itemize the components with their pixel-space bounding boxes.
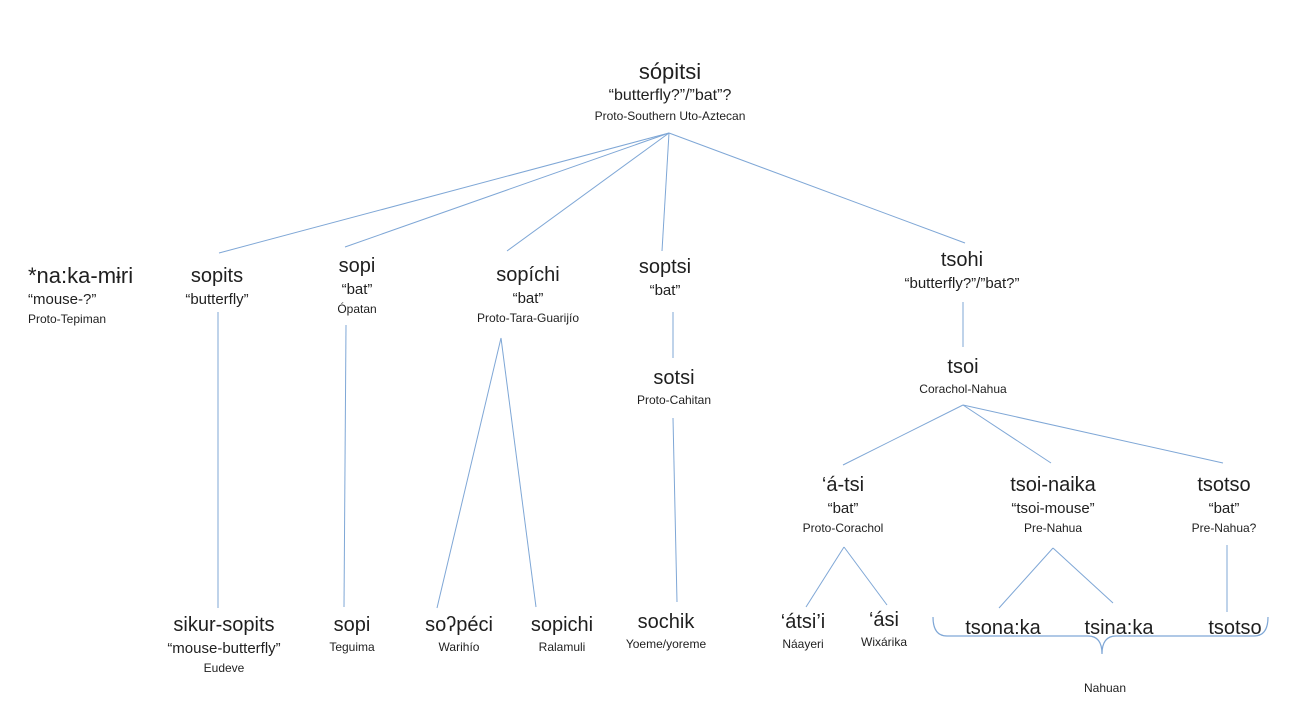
node-lang: Proto-Tara-Guarijío <box>476 311 580 325</box>
tree-edge <box>962 404 1224 464</box>
node-word: tsotso <box>1197 474 1251 496</box>
node-lang: Pre-Nahua <box>1023 521 1083 535</box>
tree-node-tsoi-naika: tsoi-naika “tsoi-mouse” Pre-Nahua <box>1010 473 1096 538</box>
tree-edge <box>672 417 678 603</box>
tree-edge <box>843 546 888 606</box>
tree-node-tsohi: tsohi “butterfly?”/”bat?” <box>904 248 1019 294</box>
node-word: sopits <box>190 265 244 287</box>
node-gloss: “butterfly?”/”bat”? <box>608 87 732 104</box>
node-word: tsotso <box>1208 617 1262 639</box>
node-word: ‘á-tsi <box>821 474 865 496</box>
node-word: *na:ka-mɨri <box>28 263 134 288</box>
node-lang: Warihío <box>438 640 480 654</box>
tree-edge <box>842 404 964 466</box>
node-lang: Ópatan <box>337 302 377 316</box>
tree-node-sopichi-ptg: sopíchi “bat” Proto-Tara-Guarijío <box>477 263 579 328</box>
tree-node-sikur-sopits: sikur-sopits “mouse-butterfly” Eudeve <box>167 613 280 678</box>
node-lang: Eudeve <box>203 661 245 675</box>
node-gloss: “tsoi-mouse” <box>1011 500 1095 517</box>
node-gloss: “butterfly” <box>185 291 249 308</box>
tree-edge <box>661 132 670 252</box>
tree-edge <box>343 324 347 608</box>
node-gloss: “butterfly?”/”bat?” <box>904 275 1020 292</box>
node-gloss: “bat” <box>649 282 681 299</box>
node-gloss: “mouse-butterfly” <box>167 640 281 657</box>
tree-node-nakamiri: *na:ka-mɨri “mouse-?” Proto-Tepiman <box>28 262 133 329</box>
tree-node-root: sópitsi “butterfly?”/”bat”? Proto-Southern… <box>595 58 746 126</box>
node-word: sopi <box>338 255 376 277</box>
node-gloss: “bat” <box>341 281 373 298</box>
tree-edge <box>668 132 966 244</box>
tree-node-tsotso-pre: tsotso “bat” Pre-Nahua? <box>1192 473 1257 538</box>
node-lang: Proto-Southern Uto-Aztecan <box>594 109 746 123</box>
tree-edge <box>506 132 670 252</box>
node-word: sochik <box>637 611 695 633</box>
tree-node-tsinaka: tsina:ka <box>1085 616 1154 641</box>
tree-edge <box>218 132 670 254</box>
node-word: tsoi-naika <box>1010 474 1096 496</box>
node-lang: Proto-Corachol <box>802 521 884 535</box>
node-word: sópitsi <box>638 59 702 84</box>
node-lang: Proto-Tepiman <box>28 312 107 326</box>
node-word: sotsi <box>653 367 695 389</box>
node-lang: Yoeme/yoreme <box>625 637 707 651</box>
tree-edge <box>436 337 502 609</box>
node-word: ‘ási <box>868 609 900 631</box>
tree-node-sopits: sopits “butterfly” <box>185 264 248 310</box>
tree-edge <box>1052 547 1114 604</box>
nahuan-brace <box>932 616 1269 655</box>
node-word: ‘átsi’i <box>780 611 826 633</box>
node-lang: Wixárika <box>860 635 908 649</box>
tree-node-tsonaka: tsona:ka <box>965 616 1041 641</box>
node-word: tsona:ka <box>965 617 1041 639</box>
node-word: sopichi <box>530 614 594 636</box>
node-word: sopíchi <box>496 264 560 286</box>
tree-node-atsi: ‘á-tsi “bat” Proto-Corachol <box>803 473 884 538</box>
tree-node-soptsi: soptsi “bat” <box>639 255 691 301</box>
node-lang: Teguima <box>329 640 375 654</box>
node-gloss: “bat” <box>512 290 544 307</box>
node-word: sopi <box>333 614 371 636</box>
tree-edge <box>998 547 1054 609</box>
tree-edge <box>344 132 670 248</box>
node-gloss: “mouse-?” <box>28 291 97 308</box>
tree-node-sopi-opatan: sopi “bat” Ópatan <box>337 254 376 319</box>
node-word: soʔpéci <box>425 614 493 636</box>
node-word: soptsi <box>638 256 692 278</box>
nahuan-group-label: Nahuan <box>1083 681 1127 695</box>
node-lang: Proto-Cahitan <box>636 393 712 407</box>
tree-edge <box>962 404 1052 464</box>
tree-edge <box>805 546 845 608</box>
tree-edge <box>500 337 537 608</box>
node-lang: Náayeri <box>782 637 824 651</box>
node-lang: Corachol-Nahua <box>919 382 1007 396</box>
node-word: sikur-sopits <box>173 614 275 636</box>
node-lang: Ralamuli <box>538 640 586 654</box>
node-word: tsohi <box>940 249 984 271</box>
node-gloss: “bat” <box>827 500 859 517</box>
node-gloss: “bat” <box>1208 500 1240 517</box>
node-lang: Pre-Nahua? <box>1191 521 1257 535</box>
tree-node-tsotso-nah: tsotso <box>1208 616 1261 641</box>
node-word: tsina:ka <box>1084 617 1154 639</box>
node-word: tsoi <box>947 356 979 378</box>
